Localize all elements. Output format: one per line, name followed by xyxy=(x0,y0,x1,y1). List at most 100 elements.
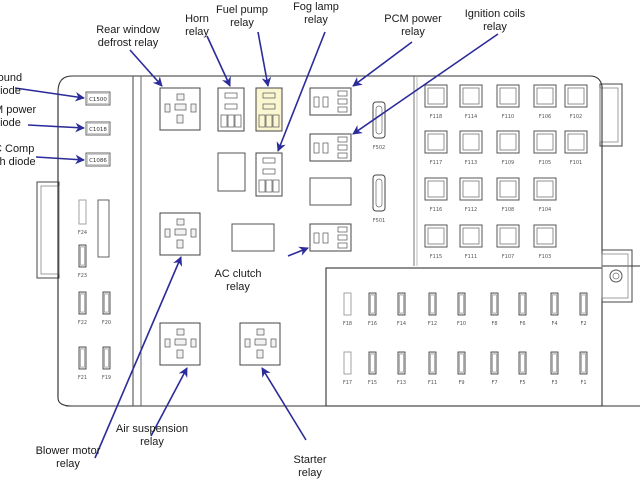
fuse-f24[interactable]: F24 xyxy=(78,199,87,236)
fuse-label: F115 xyxy=(430,254,442,260)
fuse-f22[interactable]: F22 xyxy=(78,291,87,326)
fuse-f3[interactable]: F3 xyxy=(550,351,559,386)
fuse-f113[interactable]: F113 xyxy=(459,130,483,166)
fuse-f115[interactable]: F115 xyxy=(424,224,448,260)
fuse-f11[interactable]: F11 xyxy=(428,351,437,386)
fuse-f9[interactable]: F9 xyxy=(457,351,466,386)
callout-text: PCM power xyxy=(384,13,442,25)
fuse-f12[interactable]: F12 xyxy=(428,292,437,327)
fuse-f2[interactable]: F2 xyxy=(579,292,588,327)
fuse-f4[interactable]: F4 xyxy=(550,292,559,327)
diode-label: C1086 xyxy=(89,158,107,164)
fuse-f10[interactable]: F10 xyxy=(457,292,466,327)
callout-text: Horn xyxy=(185,13,209,25)
callout-text: Ignition coils xyxy=(465,8,526,20)
fuse-f110[interactable]: F110 xyxy=(496,84,520,120)
fuse-f107[interactable]: F107 xyxy=(496,224,520,260)
fuse-f5[interactable]: F5 xyxy=(518,351,527,386)
relay-blower-motor[interactable] xyxy=(159,212,201,256)
callout-text: Air suspension xyxy=(116,423,188,435)
relay-pin xyxy=(337,226,348,233)
callout-text: defrost relay xyxy=(98,37,159,49)
fuse-f13[interactable]: F13 xyxy=(397,351,406,386)
callout-text: M power xyxy=(0,104,37,116)
fuse-label: F108 xyxy=(502,207,514,213)
fuse-f111[interactable]: F111 xyxy=(459,224,483,260)
fuse-label: F118 xyxy=(430,114,442,120)
fuse-label: F23 xyxy=(78,273,87,279)
relay-pcm-power[interactable] xyxy=(309,87,352,116)
callout-text: diode xyxy=(0,85,21,97)
relay-rear-window-defrost[interactable] xyxy=(159,87,201,131)
relay-pin xyxy=(337,234,348,241)
callout-arrow-blower-motor-relay xyxy=(94,256,183,459)
fuse-f112[interactable]: F112 xyxy=(459,177,483,213)
fuse-label: F19 xyxy=(102,375,111,381)
fuse-f1[interactable]: F1 xyxy=(579,351,588,386)
fuse-f117[interactable]: F117 xyxy=(424,130,448,166)
relay-horn[interactable] xyxy=(217,87,245,132)
relay-pin xyxy=(262,103,276,110)
fuse-label: F105 xyxy=(539,160,551,166)
fuse-f20[interactable]: F20 xyxy=(102,291,111,326)
fuse-label: F3 xyxy=(551,380,557,386)
diode-label: C1500 xyxy=(89,97,107,103)
callout-text: relay xyxy=(401,26,425,38)
fuse-f14[interactable]: F14 xyxy=(397,292,406,327)
fuse-label: F24 xyxy=(78,230,87,236)
relay-pin xyxy=(256,328,265,336)
fuse-f118[interactable]: F118 xyxy=(424,84,448,120)
fuse-f103[interactable]: F103 xyxy=(533,224,557,260)
fuse-f18[interactable]: F18 xyxy=(343,292,352,327)
callout-label-ground-diode: rounddiode xyxy=(0,72,22,97)
fuse-f21[interactable]: F21 xyxy=(78,346,87,381)
relay-ac-clutch[interactable] xyxy=(309,223,352,252)
relay-pin xyxy=(176,218,185,226)
fuse-f104[interactable]: F104 xyxy=(533,177,557,213)
fuse-f108[interactable]: F108 xyxy=(496,177,520,213)
fuse-f106[interactable]: F106 xyxy=(533,84,557,120)
fuse-f15[interactable]: F15 xyxy=(368,351,377,386)
fuse-f105[interactable]: F105 xyxy=(533,130,557,166)
fuse-f6[interactable]: F6 xyxy=(518,292,527,327)
relay-ignition-coils[interactable] xyxy=(309,133,352,162)
fuse-f102[interactable]: F102 xyxy=(564,84,588,120)
fuse-label: F1 xyxy=(580,380,586,386)
fuse-f101[interactable]: F101 xyxy=(564,130,588,166)
fuse-f114[interactable]: F114 xyxy=(459,84,483,120)
fuse-f501[interactable]: F501 xyxy=(372,174,386,224)
callout-arrow-ground-diode xyxy=(14,87,85,102)
relay-pin xyxy=(176,349,184,359)
fuse-label: F109 xyxy=(502,160,514,166)
relay-pin xyxy=(272,179,280,193)
fuse-label: F104 xyxy=(539,207,551,213)
diode-c1500[interactable]: C1500 xyxy=(85,91,111,106)
fuse-f502[interactable]: F502 xyxy=(372,101,386,151)
callout-text: relay xyxy=(226,281,250,293)
fuse-f23[interactable]: F23 xyxy=(78,244,87,279)
fuse-f17[interactable]: F17 xyxy=(343,351,352,386)
callout-label-pcm-power-diode: M powerdiode xyxy=(0,104,37,129)
fuse-f109[interactable]: F109 xyxy=(496,130,520,166)
fuse-label: F5 xyxy=(519,380,525,386)
fuse-label: F102 xyxy=(570,114,582,120)
fuse-label: F110 xyxy=(502,114,514,120)
relay-fog-lamp[interactable] xyxy=(255,152,283,197)
relay-pin xyxy=(174,103,187,111)
relay-fuel-pump[interactable] xyxy=(255,87,283,132)
fuse-f16[interactable]: F16 xyxy=(368,292,377,327)
fuse-f8[interactable]: F8 xyxy=(490,292,499,327)
fuse-f19[interactable]: F19 xyxy=(102,346,111,381)
fuse-f116[interactable]: F116 xyxy=(424,177,448,213)
diode-c1086[interactable]: C1086 xyxy=(85,152,111,167)
fuse-f7[interactable]: F7 xyxy=(490,351,499,386)
diode-c1018[interactable]: C1018 xyxy=(85,121,111,136)
relay-pin xyxy=(265,114,273,128)
relay-pin xyxy=(322,96,329,108)
relay-air-suspension[interactable] xyxy=(159,322,201,366)
relay-starter[interactable] xyxy=(239,322,281,366)
